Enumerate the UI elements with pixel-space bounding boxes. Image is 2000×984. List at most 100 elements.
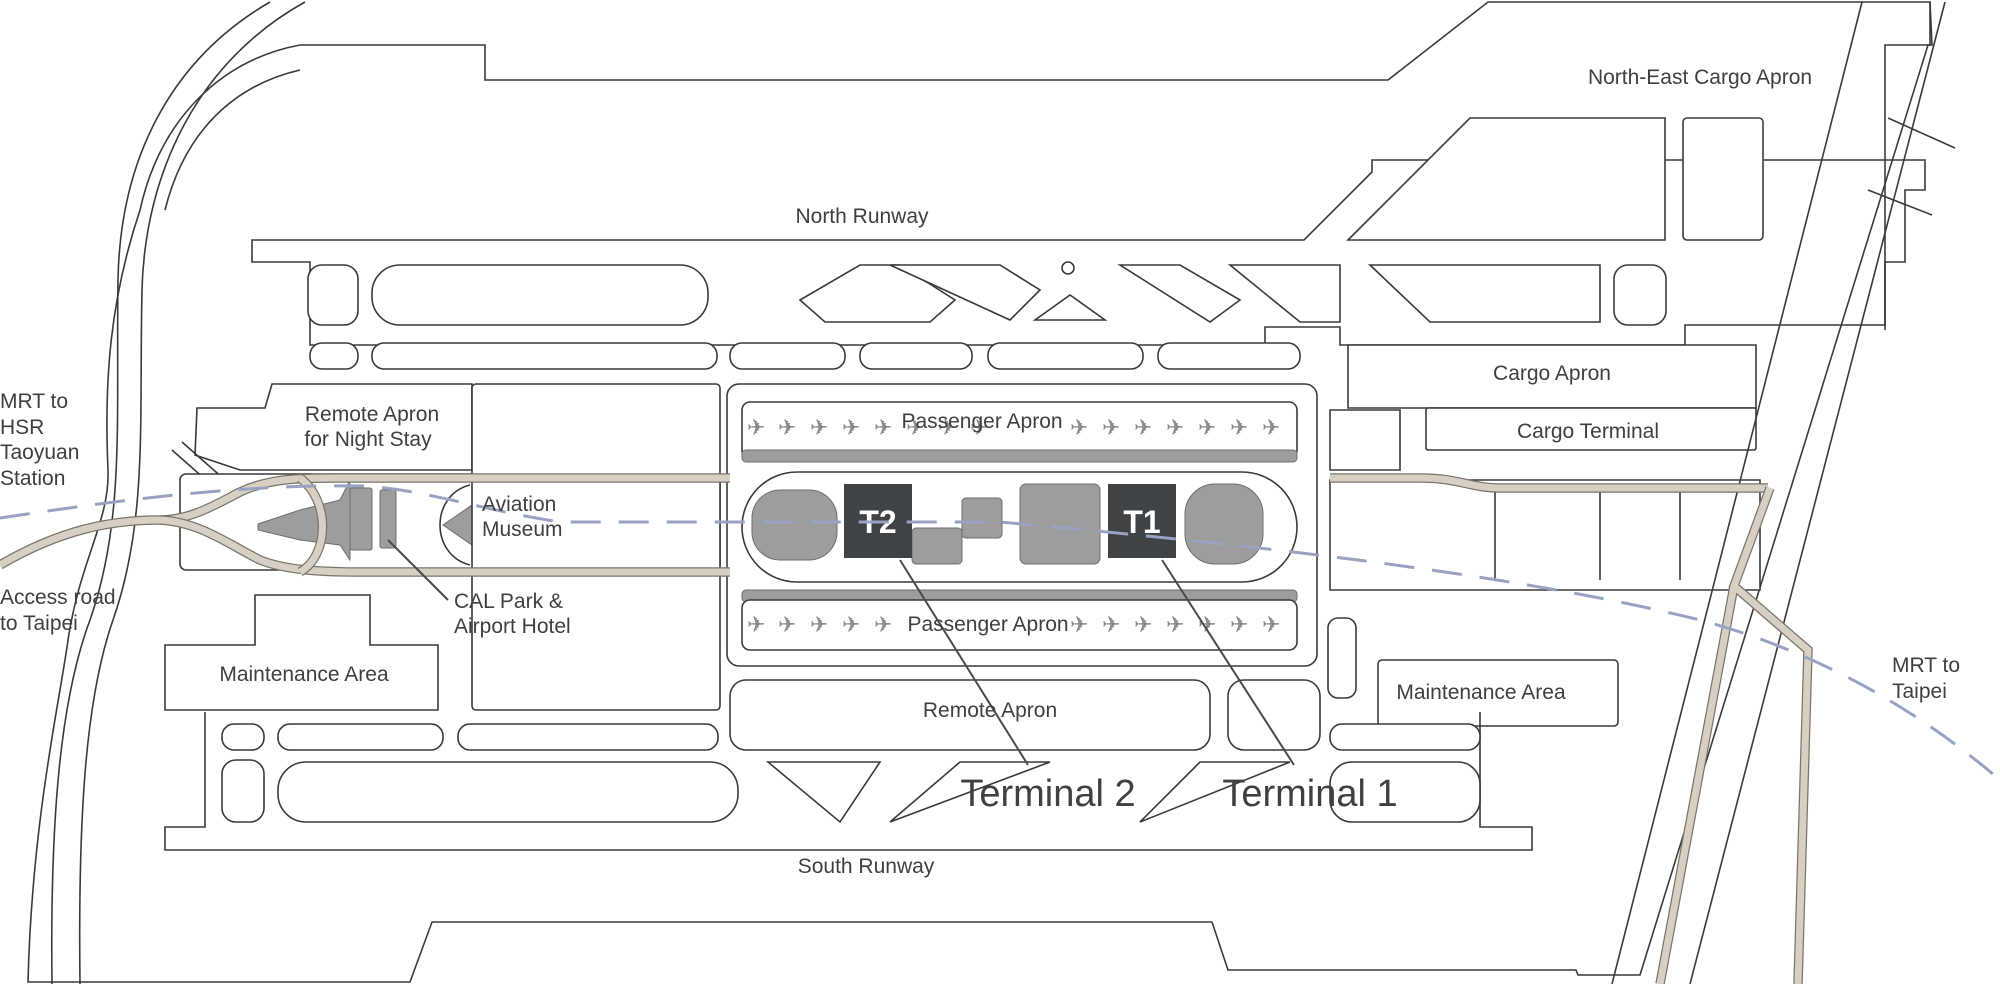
airplane-icon: ✈ (842, 416, 860, 441)
airplane-icon: ✈ (747, 416, 765, 441)
airplane-icon: ✈ (1102, 613, 1120, 638)
ne-fence (1884, 2, 1931, 330)
east-connector (1330, 474, 1768, 492)
mrt-hsr-label-2: HSR (0, 416, 44, 439)
airplane-icon: ✈ (1070, 416, 1088, 441)
airplane-icon: ✈ (747, 613, 765, 638)
aircraft-row-north: ✈ ✈ ✈ ✈ ✈ ✈ ✈ ✈ ✈ ✈ ✈ ✈ ✈ ✈ ✈ (747, 416, 1280, 441)
t1-badge: T1 (1123, 504, 1160, 540)
ne-cargo-apron (1346, 117, 1666, 241)
remote-apron-night-label-1: Remote Apron (305, 403, 439, 426)
taxiway-marker (1061, 261, 1075, 275)
east-taxi-block (1327, 617, 1357, 699)
taxiway-block (889, 264, 1042, 321)
cal-park-building (257, 479, 351, 562)
cal-park-label-1: CAL Park & (454, 590, 563, 613)
taxiway-block (371, 342, 718, 370)
west-apron-block (471, 383, 721, 711)
airplane-icon: ✈ (938, 416, 956, 441)
taxiway-block (798, 264, 957, 323)
passenger-apron-north-label: Passenger Apron (901, 410, 1062, 433)
airplane-icon: ✈ (1070, 613, 1088, 638)
taxiway-block (1329, 761, 1481, 823)
t1-building (1108, 484, 1176, 558)
taxiway-block (765, 761, 882, 824)
north-concourse (741, 449, 1298, 463)
airplane-icon: ✈ (1262, 416, 1280, 441)
taxiway-block (1032, 294, 1108, 321)
ne-cargo-block (1682, 117, 1764, 241)
passenger-apron-south-label: Passenger Apron (907, 613, 1068, 636)
taxiway-block (859, 342, 973, 370)
central-building-3 (961, 497, 1003, 539)
t2-west-pier (751, 489, 838, 561)
south-runway-label: South Runway (798, 855, 935, 878)
maintenance-west-label: Maintenance Area (219, 663, 389, 686)
airplane-icon: ✈ (1102, 416, 1120, 441)
west-perimeter-road-2 (78, 1, 306, 984)
taxiway-block (371, 264, 709, 326)
east-maintenance-area (1377, 659, 1619, 727)
mrt-taipei-label-1: MRT to (1892, 654, 1960, 677)
airplane-icon: ✈ (874, 416, 892, 441)
west-maintenance-area (164, 594, 439, 711)
cal-park-leader (387, 539, 449, 601)
airplane-icon: ✈ (810, 613, 828, 638)
airplane-icon: ✈ (778, 613, 796, 638)
cargo-terminal (1425, 407, 1757, 451)
airplane-icon: ✈ (1134, 416, 1152, 441)
access-road (0, 474, 730, 569)
aviation-museum-label-1: Aviation (482, 493, 556, 516)
airplane-icon: ✈ (1230, 416, 1248, 441)
taxiway-block (1613, 264, 1667, 326)
airplane-icon: ✈ (1166, 613, 1184, 638)
mrt-hsr-label-4: Station (0, 467, 65, 490)
boundary-inner-west (164, 69, 301, 211)
taxiway-block (309, 342, 359, 370)
airplane-icon: ✈ (970, 416, 988, 441)
maintenance-east-label: Maintenance Area (1396, 681, 1566, 704)
east-highway-left (1611, 1, 1863, 984)
access-road-label-1: Access road (0, 586, 116, 609)
aircraft-row-south: ✈ ✈ ✈ ✈ ✈ ✈ ✈ ✈ ✈ ✈ ✈ ✈ (747, 613, 1280, 638)
south-runway-strip (164, 712, 1533, 851)
cargo-terminal-label: Cargo Terminal (1517, 420, 1659, 443)
remote-apron-night-label-2: for Night Stay (304, 428, 432, 451)
taxiway-block (889, 761, 1051, 823)
airplane-icon: ✈ (1230, 613, 1248, 638)
taxiway-block (987, 342, 1144, 370)
taxiway-block (1117, 264, 1242, 323)
airplane-icon: ✈ (874, 613, 892, 638)
cargo-east-buildings (1329, 479, 1761, 591)
museum-ring (439, 484, 471, 566)
airplane-icon: ✈ (1166, 416, 1184, 441)
airplane-icon: ✈ (842, 613, 860, 638)
mrt-hsr-label-3: Taoyuan (0, 441, 79, 464)
taxiway-block (1329, 723, 1481, 751)
north-runway-label: North Runway (795, 205, 929, 228)
airplane-icon: ✈ (1198, 613, 1216, 638)
ne-cargo-apron-label: North-East Cargo Apron (1588, 66, 1812, 89)
taxiway-block (1367, 264, 1601, 323)
remote-apron-label: Remote Apron (923, 699, 1057, 722)
cal-park-tower (349, 487, 373, 551)
cargo-east-block (1329, 409, 1401, 471)
taxiway-block (221, 759, 265, 823)
airplane-icon: ✈ (1198, 416, 1216, 441)
terminal-2-leader (899, 559, 1029, 766)
airplane-icon: ✈ (778, 416, 796, 441)
taxiway-block (307, 264, 359, 326)
passenger-apron-south (741, 599, 1298, 651)
west-perimeter-road (50, 1, 271, 984)
east-highway-link (1867, 117, 1956, 216)
aviation-museum-label-2: Museum (482, 518, 563, 541)
east-freeway (1656, 486, 1812, 984)
mrt-line (0, 484, 2000, 782)
access-road-south (159, 516, 730, 576)
airport-hotel (379, 489, 397, 549)
taxiway-block (221, 723, 265, 751)
airplane-icon: ✈ (810, 416, 828, 441)
taxiway-block (1157, 342, 1301, 370)
terminal-1-label: Terminal 1 (1222, 773, 1397, 815)
